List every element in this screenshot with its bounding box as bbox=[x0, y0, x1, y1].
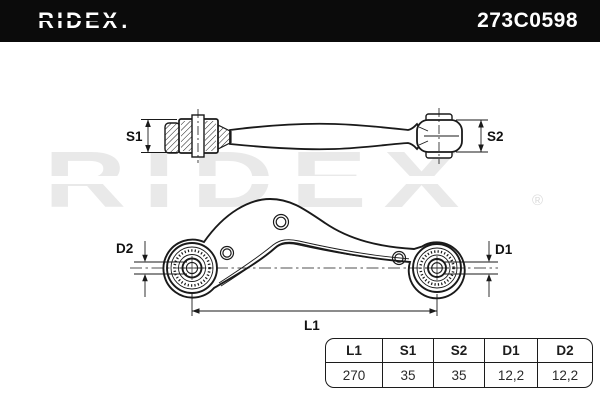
table-header-l1: L1 bbox=[326, 339, 383, 363]
arm-flange-line bbox=[218, 239, 410, 284]
left-bushing-endcap bbox=[164, 122, 181, 154]
dimensions-table: L1 S1 S2 D1 D2 270 35 35 12,2 12,2 bbox=[325, 338, 593, 388]
arm-flange-line2 bbox=[220, 243, 410, 287]
table-value-d2: 12,2 bbox=[551, 367, 579, 383]
l1-dimension: L1 bbox=[191, 294, 438, 333]
d2-dimension: D2 bbox=[116, 241, 187, 297]
table-header-d1: D1 bbox=[485, 339, 538, 363]
left-eye-bushing bbox=[166, 242, 218, 294]
s1-label: S1 bbox=[126, 129, 143, 144]
arm-hole-left bbox=[219, 245, 235, 261]
arm-hole-top bbox=[272, 213, 290, 231]
arm-body bbox=[162, 198, 466, 300]
s1-dimension: S1 bbox=[126, 119, 177, 153]
d1-label: D1 bbox=[495, 242, 513, 257]
table-value-s1: 35 bbox=[383, 363, 434, 387]
rod-wedge bbox=[217, 124, 232, 150]
table-value-d1: 12,2 bbox=[485, 363, 538, 387]
brand-wordmark: RIDEX bbox=[38, 10, 120, 32]
table-header-s2: S2 bbox=[434, 339, 485, 363]
l1-label: L1 bbox=[304, 318, 320, 333]
arm-hole-right bbox=[391, 250, 407, 266]
brand-dot: . bbox=[121, 8, 127, 34]
table-header-s1: S1 bbox=[383, 339, 434, 363]
table-value-l1: 270 bbox=[326, 363, 383, 387]
side-view bbox=[164, 108, 463, 164]
top-view bbox=[130, 198, 498, 300]
rod-profile bbox=[229, 122, 421, 151]
ridex-logo: RIDEX . bbox=[36, 8, 139, 34]
d1-dimension: D1 bbox=[443, 241, 513, 297]
part-number: 273C0598 bbox=[477, 9, 578, 32]
header-bar: RIDEX . 273C0598 bbox=[0, 0, 600, 42]
s2-label: S2 bbox=[487, 129, 504, 144]
table-header-d2: D2 bbox=[538, 339, 592, 363]
table-value-s2: 35 bbox=[434, 363, 485, 387]
d2-label: D2 bbox=[116, 241, 133, 256]
s2-dimension: S2 bbox=[456, 119, 504, 153]
brand-slice bbox=[36, 18, 139, 21]
